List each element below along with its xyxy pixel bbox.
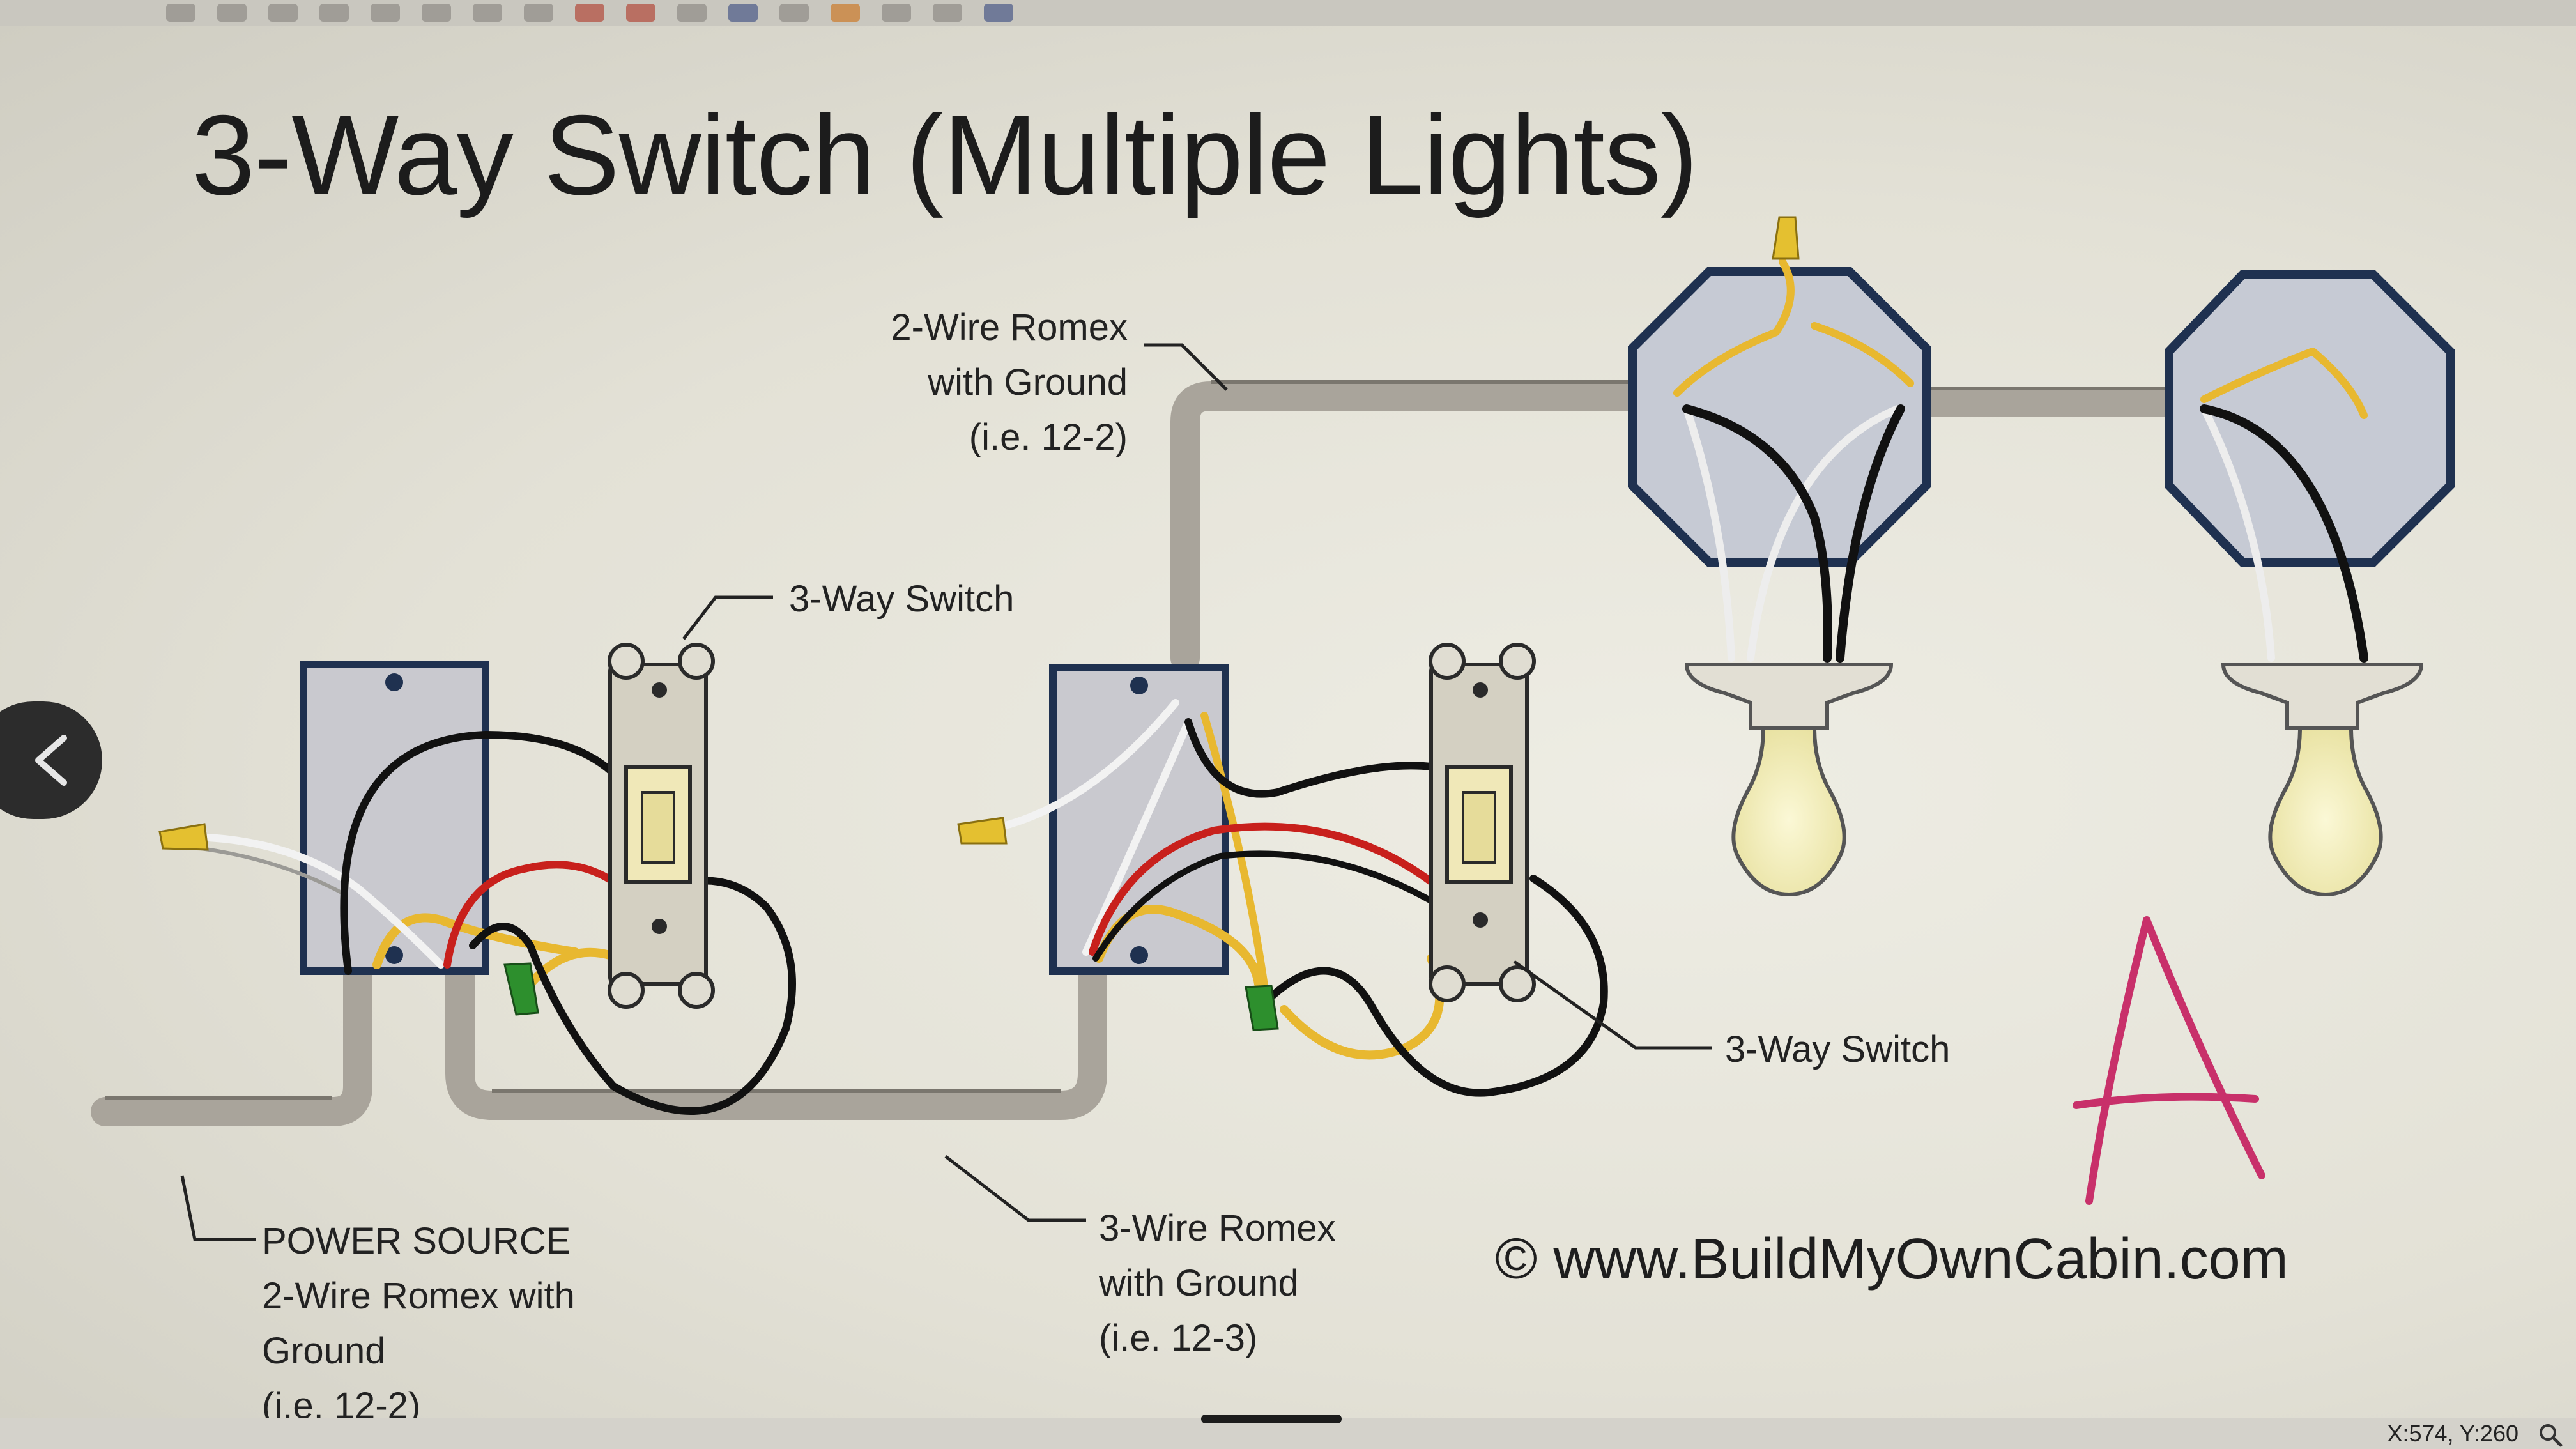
- conduit-cables: [91, 381, 2225, 1126]
- switch-lower-label: 3-Way Switch: [1725, 1029, 1951, 1070]
- actual-size-icon[interactable]: [319, 4, 349, 22]
- middle-cable-label-line-3: (i.e. 12-3): [1099, 1317, 1258, 1359]
- redo-icon[interactable]: [217, 4, 247, 22]
- rotate-left-icon[interactable]: [371, 4, 400, 22]
- wiring-diagram: [91, 216, 2455, 1241]
- cursor-coordinates: X:574, Y:260: [2387, 1420, 2518, 1446]
- horizontal-scrollbar[interactable]: [1201, 1414, 1342, 1423]
- power-source-label-line-1: POWER SOURCE: [262, 1220, 571, 1262]
- copyright-text: © www.BuildMyOwnCabin.com: [1495, 1227, 2288, 1291]
- previous-image-button[interactable]: [0, 702, 102, 819]
- power-source-label-line-2: 2-Wire Romex with: [262, 1275, 575, 1317]
- fullscreen-icon[interactable]: [882, 4, 911, 22]
- print-icon[interactable]: [677, 4, 707, 22]
- diagram-title: 3-Way Switch (Multiple Lights): [192, 91, 1698, 218]
- top-cable-label-line-2: with Ground: [928, 362, 1128, 403]
- three-way-switch-left: [608, 643, 715, 1009]
- top-cable-label-line-3: (i.e. 12-2): [969, 417, 1128, 458]
- status-bar: [0, 1418, 2576, 1449]
- color-icon[interactable]: [779, 4, 809, 22]
- zoom-icon[interactable]: [2538, 1422, 2563, 1448]
- light-bulb-2: [2221, 663, 2424, 897]
- save-icon[interactable]: [728, 4, 758, 22]
- light-bulb-1: [1684, 663, 1894, 897]
- middle-cable-label-line-2: with Ground: [1099, 1262, 1299, 1304]
- toolbar: [0, 0, 2576, 26]
- handwritten-letter-a: [2073, 916, 2266, 1205]
- edit-icon[interactable]: [831, 4, 860, 22]
- gear-icon[interactable]: [933, 4, 962, 22]
- middle-cable-label-line-1: 3-Wire Romex: [1099, 1208, 1336, 1249]
- fit-icon[interactable]: [268, 4, 298, 22]
- power-source-label: POWER SOURCE 2-Wire Romex with Ground (i…: [262, 1214, 575, 1434]
- middle-cable-label: 3-Wire Romex with Ground (i.e. 12-3): [1099, 1201, 1336, 1366]
- top-cable-label: 2-Wire Romex with Ground (i.e. 12-2): [872, 300, 1128, 465]
- gallery-icon[interactable]: [626, 4, 656, 22]
- top-cable-label-line-1: 2-Wire Romex: [891, 307, 1128, 348]
- draw-icon[interactable]: [524, 4, 553, 22]
- chevron-left-icon: [35, 735, 67, 786]
- slideshow-icon[interactable]: [575, 4, 604, 22]
- help-icon[interactable]: [984, 4, 1013, 22]
- power-source-label-line-3: Ground: [262, 1330, 386, 1372]
- rotate-right-icon[interactable]: [422, 4, 451, 22]
- undo-icon[interactable]: [166, 4, 195, 22]
- switch-upper-label: 3-Way Switch: [789, 578, 1015, 620]
- image-viewer-canvas: 3-Way Switch (Multiple Lights) 2-Wire Ro…: [0, 26, 2576, 1427]
- wire-nuts: [158, 216, 1800, 1031]
- crop-icon[interactable]: [473, 4, 502, 22]
- three-way-switch-right: [1429, 643, 1536, 1002]
